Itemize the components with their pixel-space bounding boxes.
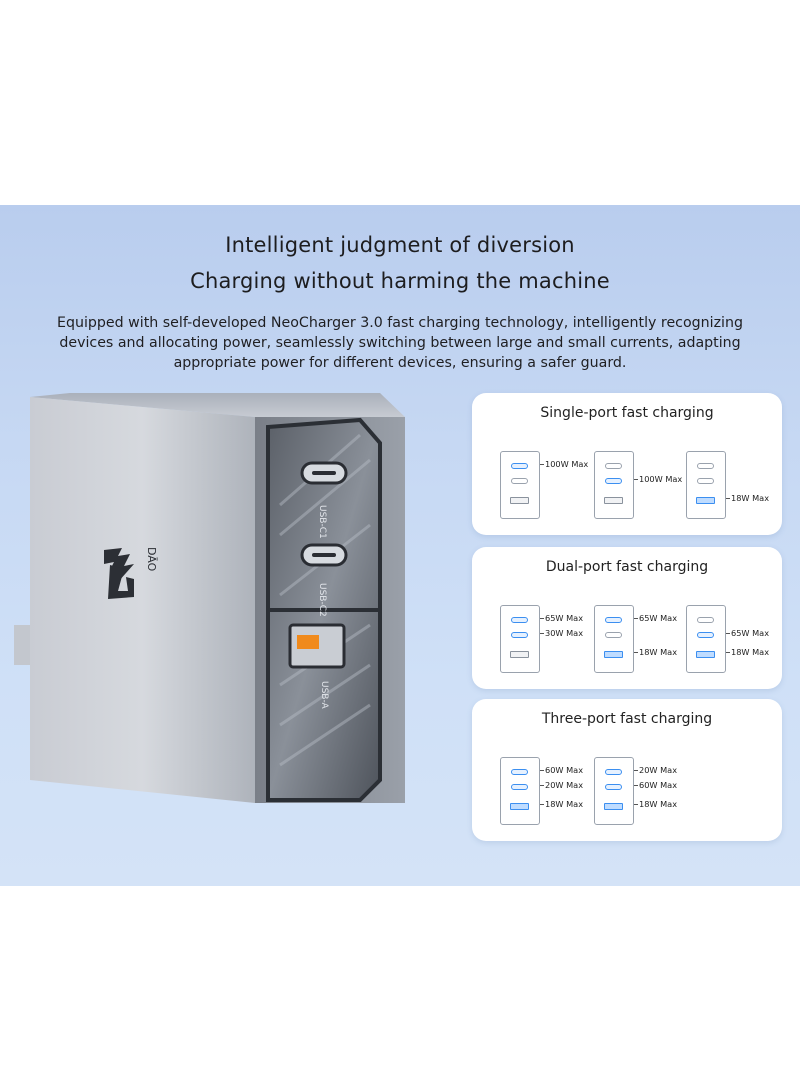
- device-diagram: [500, 605, 540, 673]
- card-dual-port: Dual-port fast charging 65W Max 30W Max 65…: [472, 547, 782, 689]
- port-label-c2: USB-C2: [317, 583, 327, 617]
- device-diagram: [594, 605, 634, 673]
- port-power-label: 18W Max: [536, 799, 584, 809]
- port-power-label: 65W Max: [536, 613, 584, 623]
- usb-a-port-icon: [696, 651, 715, 658]
- usb-a-port-icon: [696, 497, 715, 504]
- description-line1: Equipped with self-developed NeoCharger …: [57, 315, 743, 331]
- port-power-label: 20W Max: [536, 780, 584, 790]
- card-title: Dual-port fast charging: [545, 559, 709, 575]
- port-power-label: 30W Max: [536, 628, 584, 638]
- port-power-label: 18W Max: [722, 493, 770, 503]
- usb-c-port-icon: [511, 617, 528, 623]
- usb-c-port-icon: [605, 632, 622, 638]
- brand-logo: [104, 548, 134, 599]
- usb-c-port-icon: [511, 478, 528, 484]
- usb-a-port-icon: [510, 803, 529, 810]
- device-diagram: [500, 757, 540, 825]
- device-diagram: [594, 757, 634, 825]
- usb-c-port-icon: [511, 632, 528, 638]
- card-three-port: Three-port fast charging 60W Max 20W Max 1…: [472, 699, 782, 841]
- usb-a-port-icon: [604, 651, 623, 658]
- usb-c-port-icon: [605, 784, 622, 790]
- headline-line2: Charging without harming the machine: [190, 269, 610, 293]
- charger-side: [30, 397, 255, 803]
- usb-c-port-icon: [697, 463, 714, 469]
- usb-c-port-icon: [511, 463, 528, 469]
- usb-c-port-icon: [697, 478, 714, 484]
- usb-c-port-icon: [697, 617, 714, 623]
- description-line3: appropriate power for different devices,…: [173, 355, 627, 371]
- usb-a-port-icon: [510, 497, 529, 504]
- port-power-label: 100W Max: [630, 474, 683, 484]
- device-diagram: [686, 605, 726, 673]
- card-single-port: Single-port fast charging 100W Max 100W M…: [472, 393, 782, 535]
- headline-line1: Intelligent judgment of diversion: [225, 233, 575, 257]
- plug-prong: [14, 625, 34, 665]
- usb-c-port-icon: [605, 478, 622, 484]
- usb-c-port-icon: [605, 769, 622, 775]
- port-power-label: 60W Max: [630, 780, 678, 790]
- description: Equipped with self-developed NeoCharger …: [40, 313, 760, 373]
- charger-top: [30, 393, 405, 417]
- usb-c-port-icon: [697, 632, 714, 638]
- port-power-label: 18W Max: [630, 799, 678, 809]
- usb-a-port-icon: [510, 651, 529, 658]
- port-power-label: 60W Max: [536, 765, 584, 775]
- port-power-label: 65W Max: [630, 613, 678, 623]
- port-power-label: 65W Max: [722, 628, 770, 638]
- device-diagram: [594, 451, 634, 519]
- usb-a-port-icon: [604, 803, 623, 810]
- usb-c-port-icon: [605, 463, 622, 469]
- feature-banner: USB-C1 USB-C2 USB-A DĀO Intelligent judg…: [0, 205, 800, 886]
- port-label-c1: USB-C1: [317, 505, 327, 539]
- usb-c-port-icon: [605, 617, 622, 623]
- port-power-label: 18W Max: [722, 647, 770, 657]
- description-line2: devices and allocating power, seamlessly…: [59, 335, 741, 351]
- card-title: Single-port fast charging: [540, 405, 714, 421]
- charger-illustration: USB-C1 USB-C2 USB-A DĀO: [14, 393, 405, 803]
- usb-c-port-icon: [511, 784, 528, 790]
- port-power-label: 20W Max: [630, 765, 678, 775]
- brand-text: DĀO: [145, 547, 158, 572]
- usb-a-port-icon: [604, 497, 623, 504]
- port-power-label: 18W Max: [630, 647, 678, 657]
- port-power-label: 100W Max: [536, 459, 589, 469]
- card-title: Three-port fast charging: [541, 711, 713, 727]
- usb-c-port-icon: [511, 769, 528, 775]
- device-diagram: [686, 451, 726, 519]
- port-label-a: USB-A: [319, 681, 329, 710]
- device-diagram: [500, 451, 540, 519]
